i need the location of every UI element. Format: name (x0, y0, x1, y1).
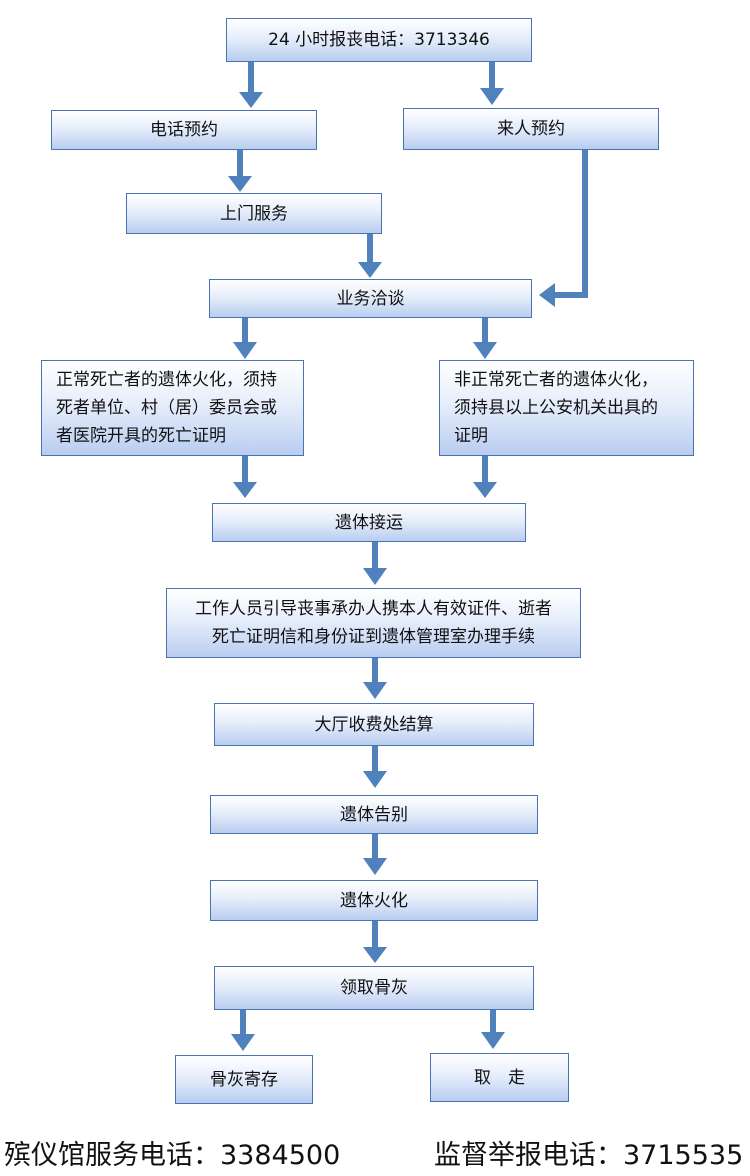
walkin-booking-text: 来人预约 (497, 119, 565, 139)
phone-booking-box: 电话预约 (51, 110, 317, 150)
farewell-box: 遗体告别 (210, 795, 538, 834)
home-service-text: 上门服务 (220, 203, 288, 224)
arrowhead-home-to-consult (358, 262, 382, 278)
payment-text: 大厅收费处结算 (314, 714, 434, 735)
collect-ashes-text: 领取骨灰 (340, 978, 408, 998)
consultation-box: 业务洽谈 (209, 279, 532, 318)
farewell-text: 遗体告别 (340, 804, 408, 825)
arrowhead-walkin-to-consult (539, 283, 555, 307)
procedures-box: 工作人员引导丧事承办人携本人有效证件、逝者 死亡证明信和身份证到遗体管理室办理手… (166, 588, 581, 658)
abnormal-death-box: 非正常死亡者的遗体火化， 须持县以上公安机关出具的 证明 (439, 360, 694, 456)
funeral-home-service-phone: 殡仪馆服务电话：3384500 (4, 1140, 341, 1171)
arrowhead-payment-to-farewell (363, 771, 387, 788)
store-ashes-text: 骨灰寄存 (210, 1069, 278, 1090)
walkin-booking-box: 来人预约 (403, 108, 659, 150)
supervision-report-phone: 监督举报电话：3715535 (434, 1140, 744, 1171)
arrowhead-collect-to-take (481, 1032, 505, 1049)
arrowhead-phone-to-home (228, 176, 252, 192)
take-away-text: 取 走 (474, 1067, 525, 1088)
arrowhead-cremation-to-collect (363, 947, 387, 963)
home-service-box: 上门服务 (126, 193, 382, 234)
arrowhead-collect-to-store (231, 1034, 255, 1051)
cremation-text: 遗体火化 (340, 890, 408, 911)
arrowhead-procedures-to-payment (363, 682, 387, 699)
arrow-walkin-to-consult (552, 150, 588, 298)
arrowhead-hotline-to-phone (239, 92, 263, 108)
body-transport-box: 遗体接运 (212, 503, 526, 542)
body-transport-text: 遗体接运 (335, 512, 403, 533)
store-ashes-box: 骨灰寄存 (175, 1055, 313, 1104)
normal-death-box: 正常死亡者的遗体火化，须持 死者单位、村（居）委员会或 者医院开具的死亡证明 (41, 360, 304, 456)
normal-death-text: 正常死亡者的遗体火化，须持 死者单位、村（居）委员会或 者医院开具的死亡证明 (56, 370, 277, 446)
arrowhead-normal-to-transport (233, 482, 257, 498)
collect-ashes-box: 领取骨灰 (214, 966, 534, 1010)
arrowhead-consult-to-abnormal (473, 342, 497, 359)
arrowhead-abnormal-to-transport (473, 482, 497, 498)
phone-booking-text: 电话预约 (150, 120, 218, 140)
consultation-text: 业务洽谈 (336, 288, 405, 309)
take-away-box: 取 走 (430, 1053, 569, 1102)
arrowhead-consult-to-normal (233, 342, 257, 359)
payment-box: 大厅收费处结算 (214, 703, 534, 746)
procedures-text: 工作人员引导丧事承办人携本人有效证件、逝者 死亡证明信和身份证到遗体管理室办理手… (195, 599, 552, 647)
arrowhead-transport-to-procedures (363, 568, 387, 585)
cremation-box: 遗体火化 (210, 880, 538, 921)
hotline-text: 24 小时报丧电话：3713346 (268, 30, 490, 50)
hotline-box: 24 小时报丧电话：3713346 (226, 18, 532, 62)
arrowhead-farewell-to-cremation (363, 858, 387, 875)
abnormal-death-text: 非正常死亡者的遗体火化， 须持县以上公安机关出具的 证明 (454, 370, 658, 446)
arrowhead-hotline-to-walkin (480, 88, 504, 105)
